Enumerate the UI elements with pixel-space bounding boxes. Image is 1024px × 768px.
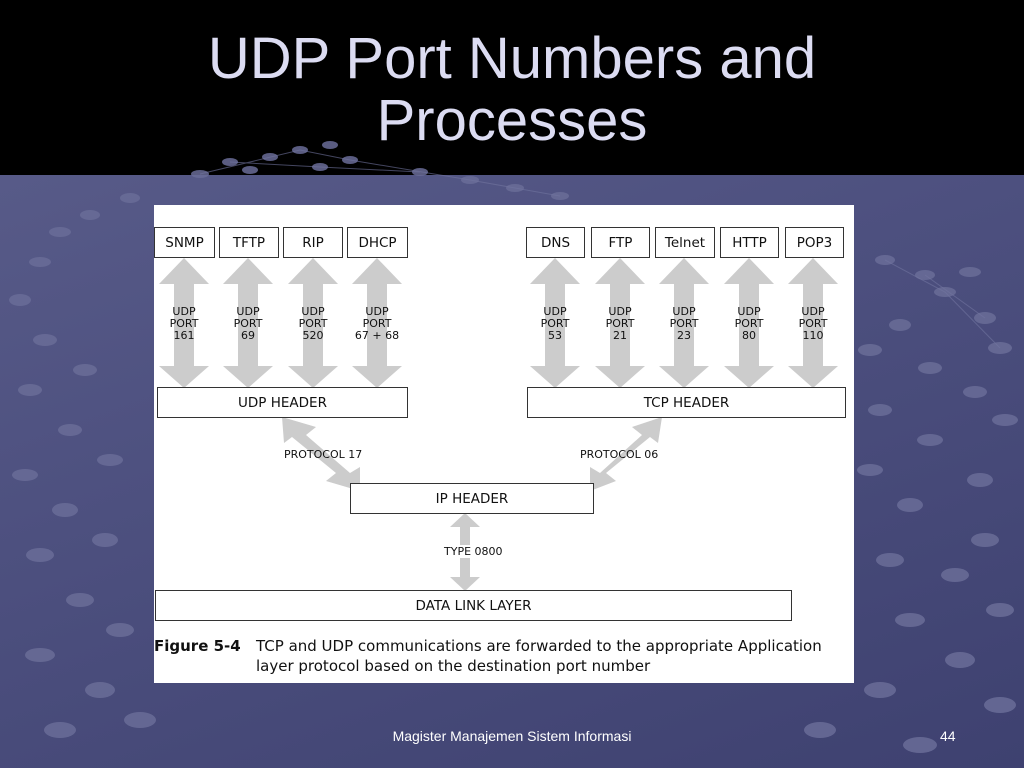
port-label-ftp: UDP PORT 21	[605, 305, 635, 342]
slide-footer: Magister Manajemen Sistem Informasi	[392, 728, 632, 744]
port-label-dns: UDP PORT 53	[540, 305, 570, 342]
port-label-tftp: UDP PORT 69	[233, 305, 263, 342]
caption-text: TCP and UDP communications are forwarded…	[256, 637, 822, 675]
slide-title: UDP Port Numbers and Processes	[0, 28, 1024, 152]
protocol-udp-label: PROTOCOL 17	[284, 448, 363, 461]
app-box-http: HTTP	[720, 227, 779, 258]
app-box-dns: DNS	[526, 227, 585, 258]
caption-label: Figure 5-4	[154, 637, 241, 655]
arrow-tftp	[223, 258, 273, 388]
arrow-rip	[288, 258, 338, 388]
app-box-telnet: Telnet	[655, 227, 715, 258]
arrow-telnet	[659, 258, 709, 388]
arrow-tcp-ip	[590, 417, 662, 491]
app-box-dhcp: DHCP	[347, 227, 408, 258]
arrow-dhcp	[352, 258, 402, 388]
protocol-diagram: SNMP TFTP RIP DHCP DNS FTP Telnet HTTP P…	[154, 205, 854, 683]
diagram-arrows	[159, 258, 838, 591]
arrow-pop3	[788, 258, 838, 388]
app-box-pop3: POP3	[785, 227, 844, 258]
slide-title-line1: UDP Port Numbers and	[207, 26, 817, 91]
arrow-http	[724, 258, 774, 388]
port-label-http: UDP PORT 80	[734, 305, 764, 342]
udp-header-box: UDP HEADER	[157, 387, 408, 418]
arrow-udp-ip	[282, 417, 360, 491]
arrow-ftp	[595, 258, 645, 388]
app-box-snmp: SNMP	[154, 227, 215, 258]
title-bar	[0, 0, 1024, 175]
port-label-telnet: UDP PORT 23	[669, 305, 699, 342]
port-label-pop3: UDP PORT 110	[798, 305, 828, 342]
page-number: 44	[940, 728, 956, 744]
protocol-tcp-label: PROTOCOL 06	[580, 448, 659, 461]
tcp-header-box: TCP HEADER	[527, 387, 846, 418]
port-label-dhcp: UDP PORT 67 + 68	[354, 305, 400, 342]
app-box-tftp: TFTP	[219, 227, 279, 258]
port-label-snmp: UDP PORT 161	[169, 305, 199, 342]
ip-header-box: IP HEADER	[350, 483, 594, 514]
app-box-rip: RIP	[283, 227, 343, 258]
arrow-dns	[530, 258, 580, 388]
data-link-layer-box: DATA LINK LAYER	[155, 590, 792, 621]
port-label-rip: UDP PORT 520	[298, 305, 328, 342]
slide-title-line2: Processes	[376, 88, 648, 153]
app-box-ftp: FTP	[591, 227, 650, 258]
arrow-snmp	[159, 258, 209, 388]
type-label: TYPE 0800	[442, 545, 505, 558]
